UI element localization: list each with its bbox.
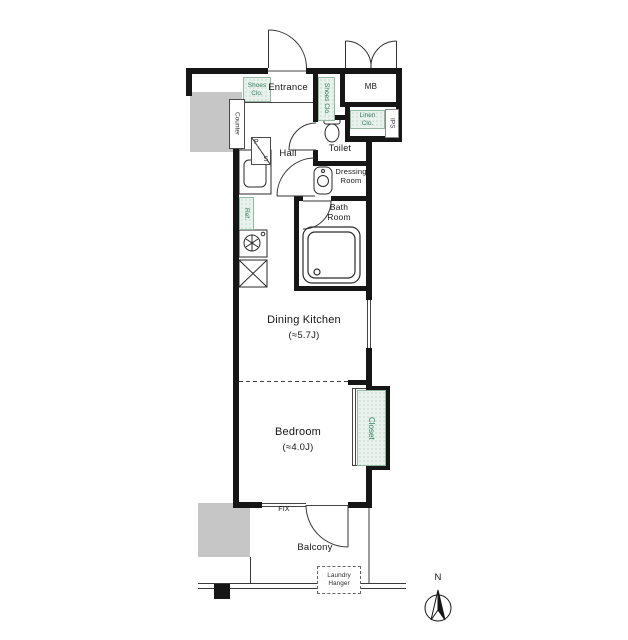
door-swings <box>268 29 397 548</box>
pipe-space-s: S <box>263 156 268 163</box>
pipe-space-p: P <box>254 139 259 146</box>
compass-north-label: N <box>434 572 442 583</box>
hall-label: Hall <box>279 148 297 159</box>
balcony-outline <box>250 508 370 584</box>
fix-window-label: FIX <box>278 506 290 513</box>
site-boundary-line <box>198 583 406 589</box>
dining-kitchen-label: Dining Kitchen <box>267 314 341 326</box>
linen-closet: Linen Clo. <box>350 110 385 129</box>
washbasin <box>313 166 333 195</box>
bedroom-size: (≈4.0J) <box>282 442 314 453</box>
entrance-label: Entrance <box>268 82 308 93</box>
closet-area: Closet <box>357 390 386 466</box>
dining-kitchen-size: (≈5.7J) <box>288 330 320 341</box>
thin-lines <box>243 70 371 507</box>
dressing-room-label: Dressing Room <box>335 167 367 185</box>
compass-icon <box>424 589 452 622</box>
pipe-space-box: P S <box>251 137 271 165</box>
toilet-label: Toilet <box>328 143 352 153</box>
bath-room-label: Bath Room <box>327 202 351 223</box>
inner-pipe-space: IPS <box>385 109 399 138</box>
boundary-marker <box>214 584 230 599</box>
walls <box>186 68 402 508</box>
balcony-label: Balcony <box>297 542 333 553</box>
bedroom-label: Bedroom <box>274 426 322 438</box>
refrigerator-label-box: Ref. <box>239 197 254 230</box>
shoes-closet-right: Shoes Clo. <box>318 77 335 121</box>
counter-box: Counter <box>229 99 245 149</box>
shoes-closet-left: Shoes Clo. <box>243 77 271 102</box>
refrigerator-space <box>238 259 268 288</box>
meter-box-label: MB <box>364 82 378 91</box>
laundry-hanger-box: Laundry Hanger <box>317 566 361 594</box>
bathtub <box>302 226 361 284</box>
stove <box>238 229 268 258</box>
